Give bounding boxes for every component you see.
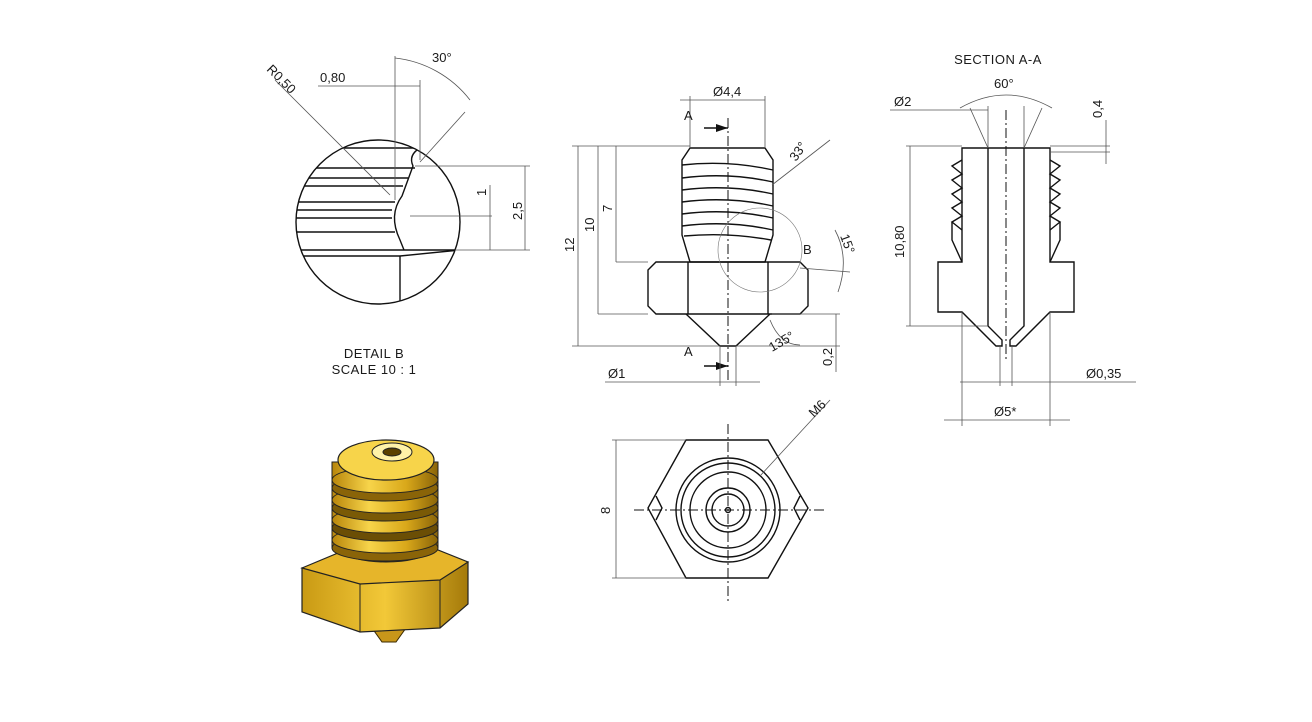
detail-b-view: R0,50 0,80 30° 1 2,5 DETAIL B SCALE 10 :… [264,50,530,377]
section-bore-label: Ø2 [894,94,911,109]
section-label-bottom: A [684,344,693,359]
section-title: SECTION A-A [954,52,1042,67]
front-thread-angle-label: 33° [786,139,810,164]
detail-title: DETAIL B [344,346,404,361]
front-tip-dia-label: Ø1 [608,366,625,381]
detail-angle-label: 30° [432,50,452,65]
detail-thread-profile [296,147,460,304]
section-top-label: 0,4 [1090,100,1105,118]
front-tip-angle-label: 135° [766,328,797,354]
front-view: Ø4,4 33° 15° 135° 0,2 Ø1 12 10 7 A A B [562,84,858,386]
front-height-12-label: 12 [562,238,577,252]
nozzle-3d-render [300,439,470,643]
section-angle-label: 60° [994,76,1014,91]
section-label-top: A [684,108,693,123]
section-height-label: 10,80 [892,225,907,258]
bottom-width-label: 8 [598,507,613,514]
detail-small-dim-label: 1 [474,189,489,196]
front-top-dia-label: Ø4,4 [713,84,741,99]
bottom-view: M6 8 [598,397,831,602]
detail-width-label: 0,80 [320,70,345,85]
detail-b-callout: B [803,242,812,257]
front-cone-angle-label: 15° [837,232,858,256]
section-body-dia-label: Ø5* [994,404,1016,419]
section-orifice-label: Ø0,35 [1086,366,1121,381]
detail-depth-label: 2,5 [510,202,525,220]
bottom-thread-label: M6 [806,397,829,420]
front-height-10-label: 10 [582,218,597,232]
front-tip-length-label: 0,2 [820,348,835,366]
detail-scale: SCALE 10 : 1 [332,362,417,377]
detail-radius-label: R0,50 [264,62,299,97]
section-a-a-view: SECTION A-A Ø2 60° 0,4 10,80 Ø0,35 Ø5* [890,52,1136,426]
nozzle-thread-rings [331,466,439,562]
front-thread-lines [681,162,774,241]
front-height-7-label: 7 [600,205,615,212]
